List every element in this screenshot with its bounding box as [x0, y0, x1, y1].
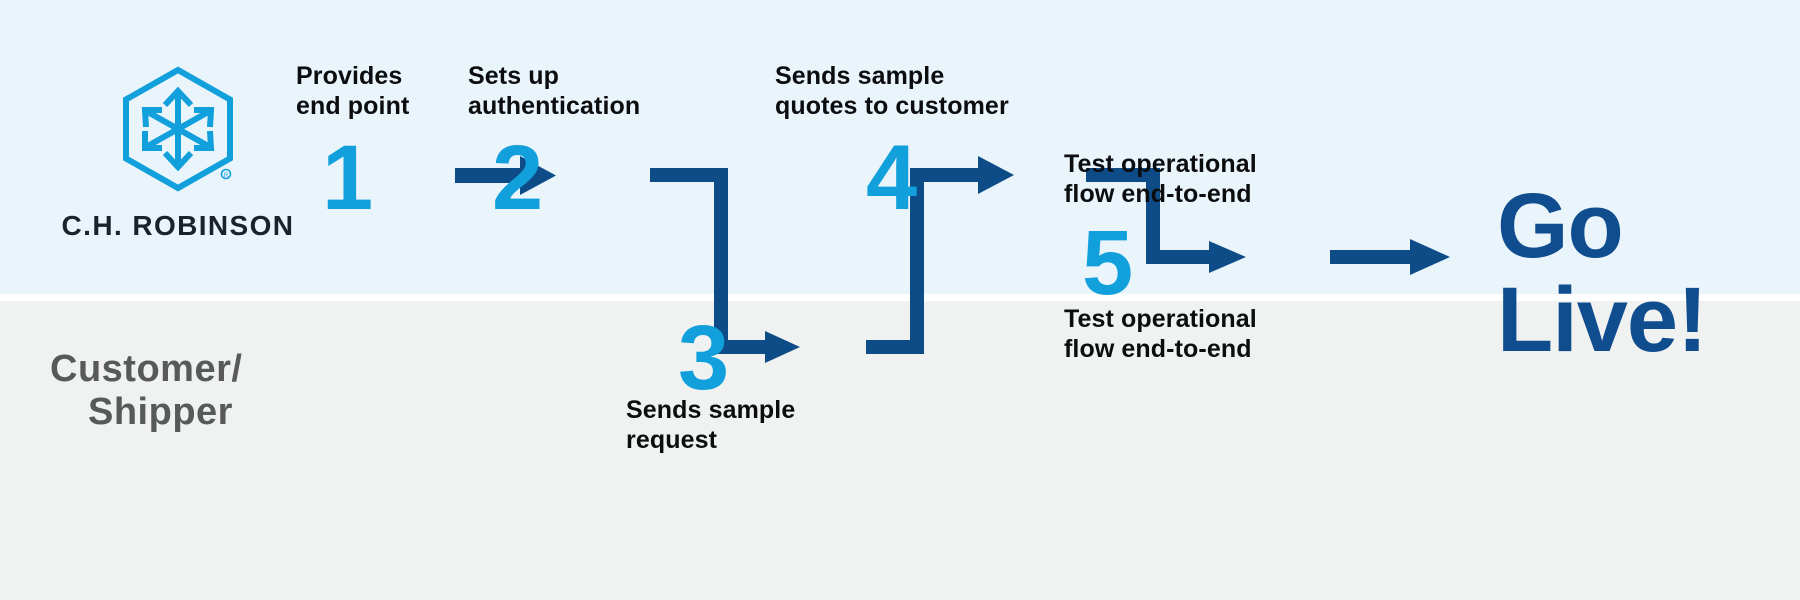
step-number-3: 3	[678, 307, 730, 409]
go-live-line1: Go	[1497, 175, 1624, 277]
brand-wordmark: C.H. ROBINSON	[61, 210, 295, 241]
go-live-line2: Live!	[1497, 268, 1708, 371]
registered-mark-icon	[220, 168, 232, 180]
lane-label-customer-shipper: Customer/ Shipper	[50, 348, 380, 433]
lane-band-provider	[0, 0, 1800, 294]
hexagon-arrows-logo: R	[123, 66, 233, 192]
go-live-outcome: Go Live!	[1497, 175, 1708, 371]
step-number-4: 4	[866, 127, 918, 229]
brand-block: R C.H. ROBINSON	[48, 66, 308, 242]
svg-text:R: R	[224, 173, 229, 179]
connector-1-to-2	[455, 156, 556, 195]
step-number-2: 2	[492, 127, 544, 229]
connector-3-to-4	[866, 156, 1014, 354]
connector-2-to-3	[650, 168, 800, 363]
connector-5-to-go-live	[1330, 239, 1450, 275]
step-number-5: 5	[1082, 212, 1134, 314]
connector-4-to-5	[1086, 168, 1246, 273]
step-number-1: 1	[322, 127, 374, 229]
lane-label-line1: Customer/	[50, 348, 243, 390]
lane-label-line2: Shipper	[88, 390, 233, 433]
